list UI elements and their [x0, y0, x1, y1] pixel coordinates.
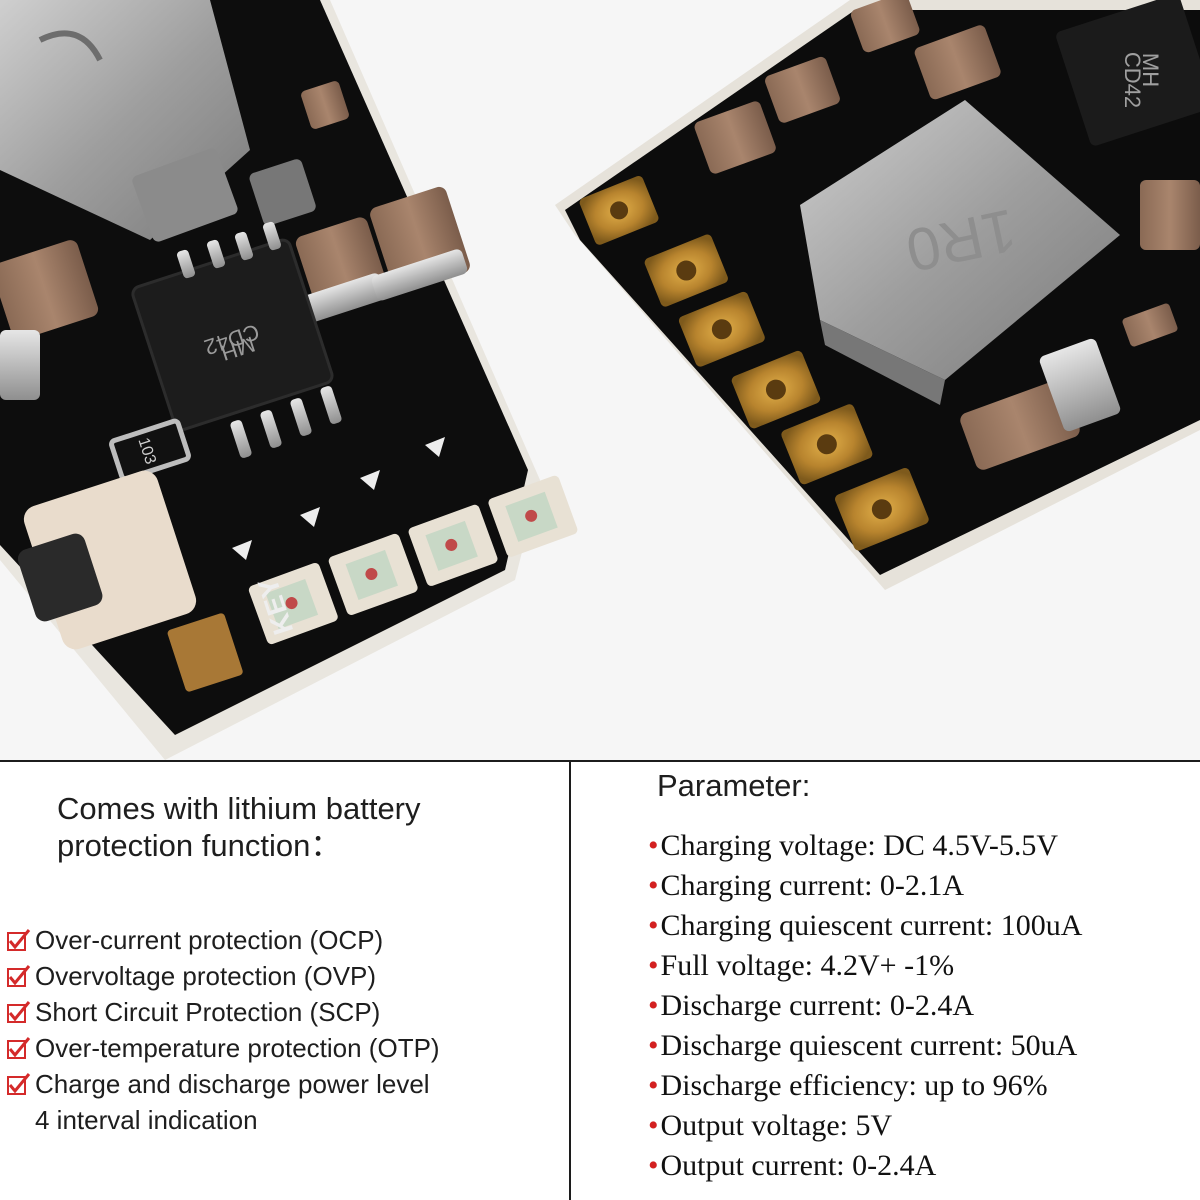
parameter-text: Discharge current: 0-2.4A	[660, 989, 975, 1022]
left-capacitors	[0, 81, 470, 400]
parameter-item: •Output current: 0-2.4A	[648, 1146, 1082, 1186]
red-check-icon	[7, 1037, 31, 1059]
right-chip-marking-1: MH	[1138, 53, 1163, 87]
bullet-icon: •	[648, 829, 659, 862]
parameter-item: •Charging voltage: DC 4.5V-5.5V	[648, 826, 1082, 866]
parameter-text: Output current: 0-2.4A	[660, 1149, 937, 1182]
features-title-line-2: protection function：	[57, 828, 342, 863]
parameter-item: •Discharge efficiency: up to 96%	[648, 1066, 1082, 1106]
left-leds	[232, 437, 578, 645]
parameter-text: Full voltage: 4.2V+ -1%	[660, 949, 955, 982]
bullet-icon: •	[648, 909, 659, 942]
right-chip-marking-2: CD42	[1120, 52, 1145, 108]
vertical-divider	[569, 762, 571, 1200]
feature-text: Short Circuit Protection (SCP)	[35, 997, 381, 1027]
parameter-text: Discharge quiescent current: 50uA	[660, 1029, 1078, 1062]
feature-text: Over-temperature protection (OTP)	[35, 1033, 440, 1063]
features-title-line-1: Comes with lithium battery	[57, 791, 421, 826]
right-capacitors	[694, 0, 1200, 470]
bullet-icon: •	[648, 949, 659, 982]
bullet-icon: •	[648, 1029, 659, 1062]
feature-text: Over-current protection (OCP)	[35, 925, 384, 955]
right-inductor: 1R0	[800, 100, 1120, 405]
bullet-icon: •	[648, 989, 659, 1022]
parameter-text: Charging quiescent current: 100uA	[660, 909, 1083, 942]
bullet-icon: •	[648, 1069, 659, 1102]
parameter-text: Discharge efficiency: up to 96%	[660, 1069, 1048, 1102]
parameter-text: Charging current: 0-2.1A	[660, 869, 965, 902]
feature-text: Overvoltage protection (OVP)	[35, 961, 377, 991]
parameter-item: •Discharge current: 0-2.4A	[648, 986, 1082, 1026]
bullet-icon: •	[648, 1149, 659, 1182]
red-check-icon	[7, 965, 31, 987]
left-switch	[17, 470, 243, 692]
parameter-item: •Output voltage: 5V	[648, 1106, 1082, 1146]
feature-list: Over-current protection (OCP) Overvoltag…	[6, 922, 440, 1138]
left-board: MH CD42 103	[0, 0, 578, 760]
parameter-item: •Charging quiescent current: 100uA	[648, 906, 1082, 946]
parameter-text: Output voltage: 5V	[660, 1109, 893, 1142]
right-board: 1R0 MH CD42	[555, 0, 1200, 590]
parameter-item: •Charging current: 0-2.1A	[648, 866, 1082, 906]
left-inductor	[0, 0, 250, 242]
parameter-text: Charging voltage: DC 4.5V-5.5V	[660, 829, 1059, 862]
left-resistor: 103	[109, 418, 191, 482]
parameter-item: •Full voltage: 4.2V+ -1%	[648, 946, 1082, 986]
product-photo: MH CD42 103	[0, 0, 1200, 760]
red-check-icon	[7, 929, 31, 951]
right-pads	[579, 175, 929, 551]
red-check-icon	[7, 1073, 31, 1095]
feature-item: Over-current protection (OCP)	[6, 922, 440, 958]
feature-item: Overvoltage protection (OVP)	[6, 958, 440, 994]
features-title: Comes with lithium battery protection fu…	[57, 790, 421, 864]
feature-item: Short Circuit Protection (SCP)	[6, 994, 440, 1030]
right-chip: MH CD42	[1056, 0, 1200, 146]
feature-item: Charge and discharge power level 4 inter…	[6, 1066, 440, 1138]
left-chip: MH CD42	[131, 221, 342, 458]
feature-item: Over-temperature protection (OTP)	[6, 1030, 440, 1066]
bullet-icon: •	[648, 869, 659, 902]
feature-text-continuation: 4 interval indication	[35, 1105, 258, 1135]
pcb-illustration: MH CD42 103	[0, 0, 1200, 760]
bullet-icon: •	[648, 1109, 659, 1142]
horizontal-divider	[0, 760, 1200, 762]
red-check-icon	[7, 1001, 31, 1023]
parameters-title: Parameter:	[657, 768, 811, 803]
parameter-item: •Discharge quiescent current: 50uA	[648, 1026, 1082, 1066]
feature-text: Charge and discharge power level	[35, 1069, 430, 1099]
parameter-list: •Charging voltage: DC 4.5V-5.5V •Chargin…	[648, 826, 1082, 1186]
